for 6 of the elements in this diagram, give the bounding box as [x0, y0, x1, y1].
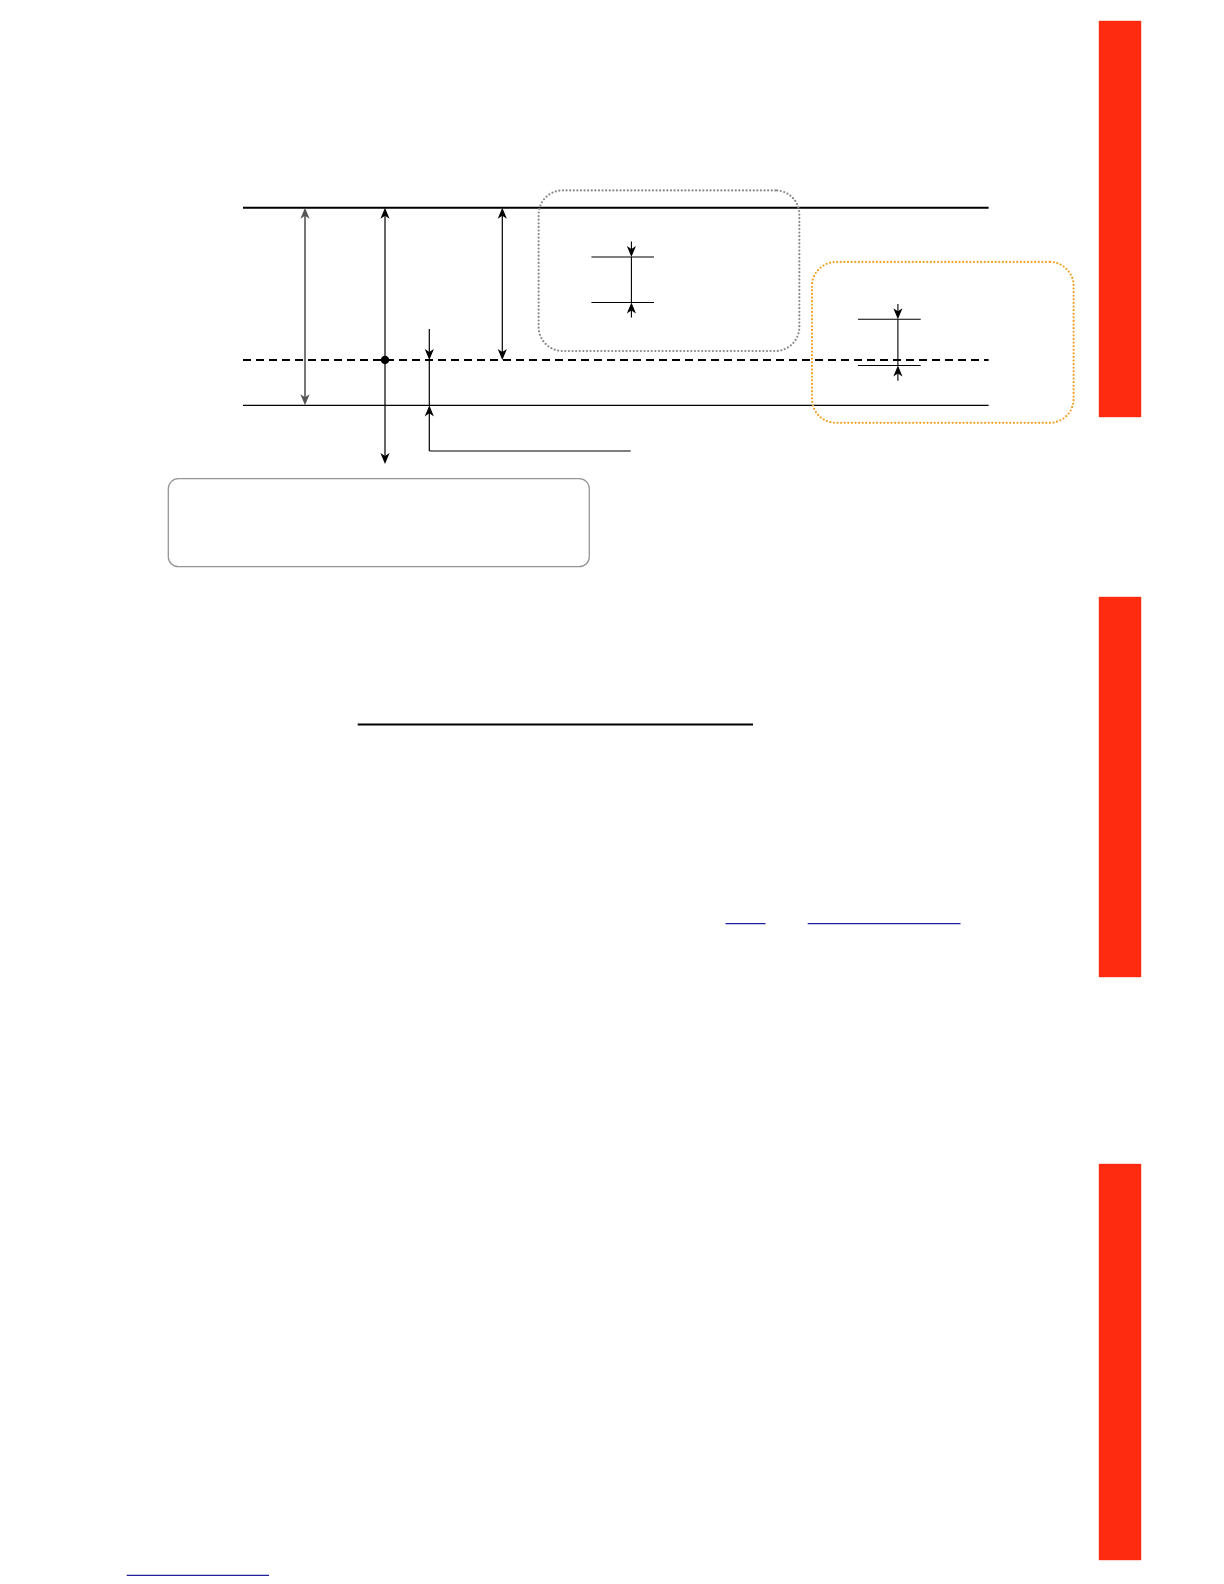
side-tab	[1098, 1163, 1142, 1561]
side-tab	[1098, 596, 1142, 978]
callout-box	[537, 189, 801, 353]
callout-box	[810, 260, 1075, 424]
side-tab	[1098, 20, 1142, 418]
note-box	[167, 478, 590, 568]
